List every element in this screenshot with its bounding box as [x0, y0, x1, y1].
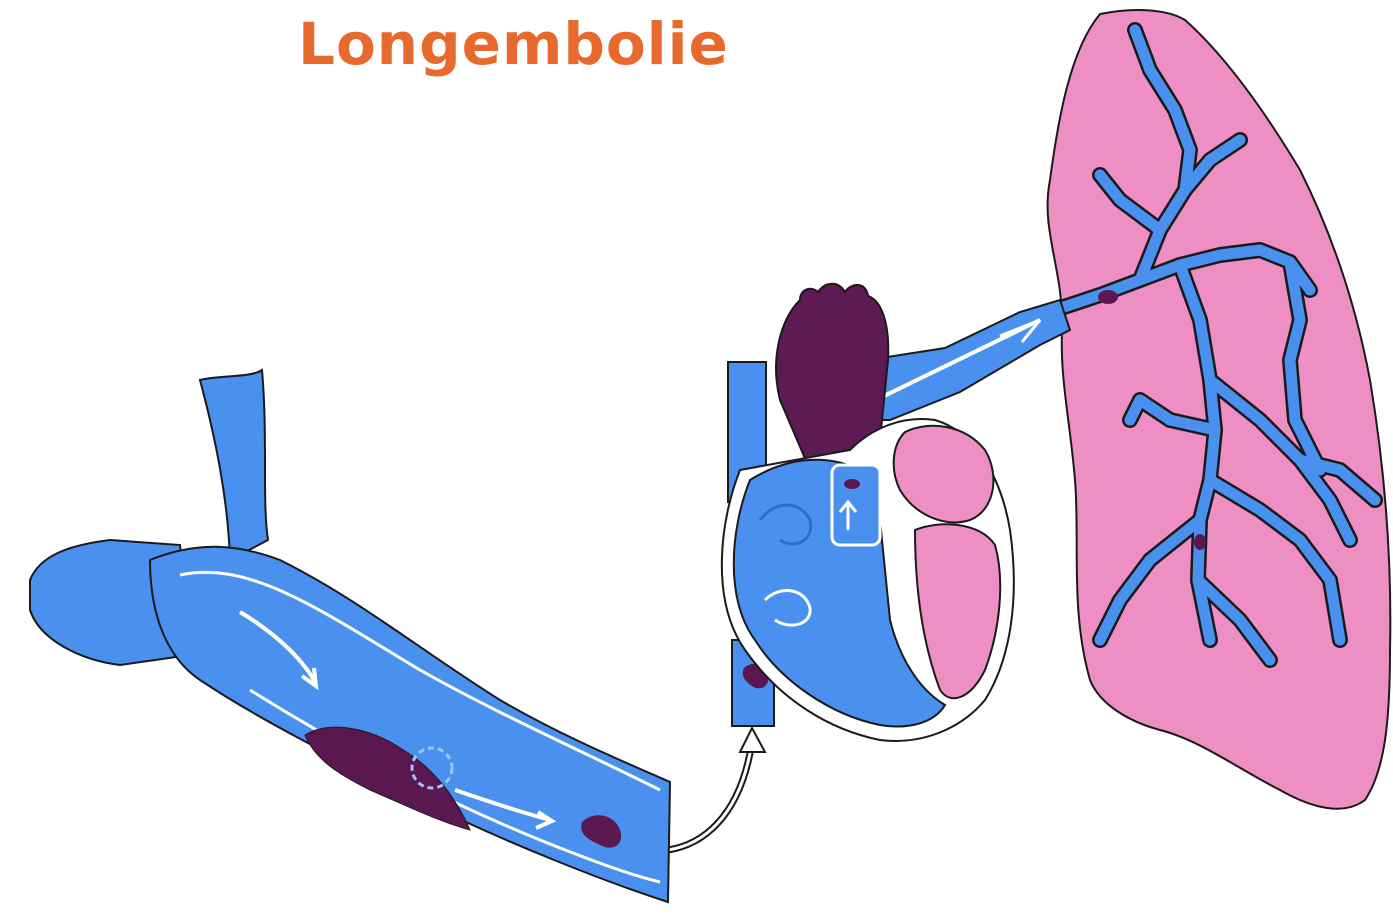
flow-arrow-icon	[668, 728, 765, 850]
lung-clot-upper	[1098, 290, 1118, 304]
leg-vein-illustration	[30, 370, 670, 902]
vein-branch	[200, 370, 268, 560]
pulmonary-trunk	[868, 300, 1070, 420]
lung-clot-lower	[1194, 534, 1206, 550]
pulmonary-valve	[832, 465, 880, 545]
main-vein	[150, 547, 670, 902]
lung-illustration	[1040, 10, 1390, 809]
